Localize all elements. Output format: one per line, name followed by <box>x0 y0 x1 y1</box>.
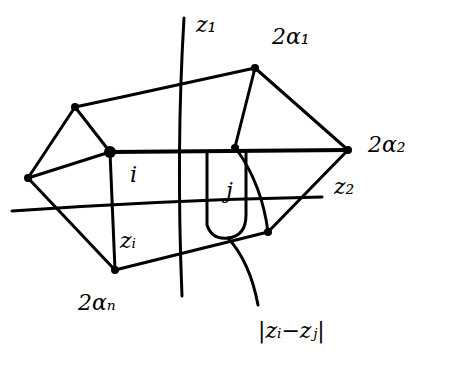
vertex-dots <box>24 64 352 274</box>
math-label: z₂ <box>334 176 354 198</box>
inner-edge <box>235 68 255 147</box>
math-label: 2α₁ <box>272 26 310 48</box>
inner-edge <box>110 150 348 152</box>
inner-edge <box>75 107 110 152</box>
math-label: |zᵢ−zⱼ| <box>258 320 325 342</box>
distance-bracket <box>207 152 246 238</box>
leader-line <box>228 238 258 305</box>
math-label: z₁ <box>196 14 216 36</box>
math-label: i <box>130 164 137 186</box>
math-label: j <box>226 180 233 202</box>
math-label: zᵢ <box>120 230 136 252</box>
polygon-outline <box>28 68 348 270</box>
math-label: 2α₂ <box>368 134 406 156</box>
math-label: 2αₙ <box>78 292 116 314</box>
axis-line <box>179 18 184 296</box>
inner-edge <box>110 152 115 270</box>
axis-line <box>12 197 322 211</box>
inner-edge <box>237 150 268 232</box>
inner-edge <box>28 152 110 178</box>
